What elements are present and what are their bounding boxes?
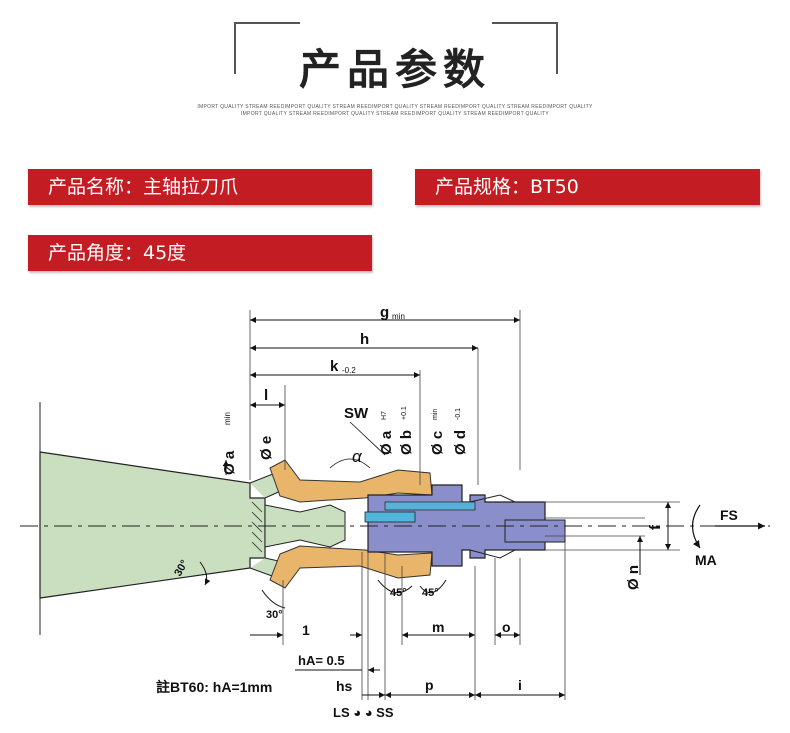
label-45-right: 45°	[422, 587, 439, 599]
bt60-note: 註BT60: hA=1mm	[156, 679, 272, 695]
label-o: o	[502, 619, 511, 635]
label-fs: FS	[720, 507, 738, 523]
label-k: k	[330, 358, 339, 375]
page-title: 产品参数	[298, 45, 491, 94]
label-n: Ø n	[625, 565, 642, 590]
label-a-min: Ø a	[221, 450, 238, 475]
label-a-h7-sub: H7	[381, 411, 388, 420]
label-d-sub: -0.1	[455, 408, 462, 420]
gripper-finger-bottom	[269, 545, 433, 589]
spec-product-name: 产品名称：主轴拉刀爪	[28, 169, 372, 205]
label-b: Ø b	[398, 430, 415, 455]
spec-product-model: 产品规格：BT50	[415, 169, 760, 205]
label-m: m	[432, 619, 444, 635]
spec-product-angle: 产品角度：45度	[28, 235, 372, 271]
label-alpha: α	[352, 447, 363, 466]
title-frame-right	[492, 22, 558, 74]
bore-hatch	[251, 501, 263, 553]
label-b-sub: +0.1	[401, 406, 408, 420]
label-a-h7: Ø a	[378, 430, 395, 455]
label-sw: SW	[344, 405, 369, 422]
tagline-line-2: IMPORT QUALITY STREAM REEDIMPORT QUALITY…	[240, 111, 550, 117]
label-a-min-sub: min	[223, 412, 232, 425]
label-ha: hA= 0.5	[298, 653, 345, 668]
tagline-line-1: IMPORT QUALITY STREAM REEDIMPORT QUALITY…	[197, 104, 593, 110]
label-d: Ø d	[452, 430, 469, 455]
label-l: l	[264, 387, 268, 404]
label-h: h	[360, 331, 369, 348]
label-k-sub: -0.2	[342, 366, 356, 375]
label-i: i	[518, 677, 522, 693]
label-c-sub: min	[432, 409, 439, 420]
label-e: Ø e	[258, 436, 275, 460]
label-f: f	[647, 524, 664, 530]
label-hs: hs	[336, 678, 353, 694]
label-1: 1	[302, 622, 310, 638]
ls-ss-legend: LS ◕ ◕ SS	[333, 705, 394, 720]
label-45-left: 45°	[390, 587, 407, 599]
drawbar-rod	[364, 511, 416, 523]
label-c: Ø c	[429, 431, 446, 455]
moment-arrow	[691, 504, 701, 549]
title-frame-left	[234, 22, 300, 74]
label-ma: MA	[695, 552, 717, 568]
technical-drawing: g min h k -0.2 l Ø a min Ø e SW α Ø a H7…	[20, 304, 770, 720]
label-g: g	[380, 304, 389, 321]
label-30-bottom: 30°	[266, 609, 283, 621]
label-g-sub: min	[392, 312, 405, 321]
label-p: p	[425, 677, 434, 693]
